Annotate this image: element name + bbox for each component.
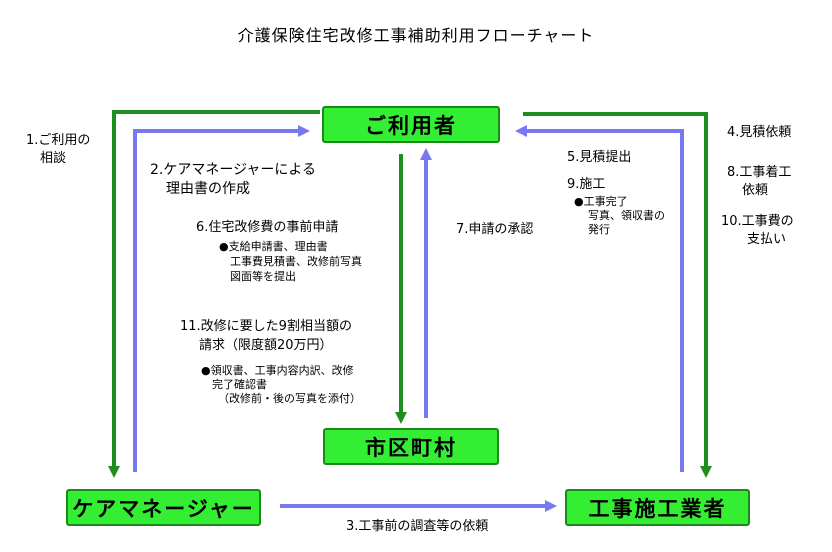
arrow-user-to-caremanager [108, 110, 320, 478]
step-11-line2: 請求（限度額20万円） [199, 338, 333, 353]
node-user: ご利用者 [322, 106, 500, 143]
node-contractor: 工事施工業者 [565, 489, 750, 526]
step-6-note-1: ●支給申請書、理由書 [219, 240, 328, 253]
step-5: 5.見積提出 [567, 150, 632, 165]
step-10-line2: 支払い [747, 232, 787, 247]
node-care-manager: ケアマネージャー [66, 489, 261, 526]
step-6-title: 6.住宅改修費の事前申請 [196, 220, 339, 235]
step-3: 3.工事前の調査等の依頼 [346, 519, 489, 534]
step-2-line1: 2.ケアマネージャーによる [150, 162, 316, 178]
step-4: 4.見積依頼 [727, 125, 792, 140]
arrow-contractor-to-user [515, 125, 684, 472]
arrow-caremanager-to-user [133, 125, 310, 472]
step-2-line2: 理由書の作成 [166, 181, 250, 197]
step-11-line1: 11.改修に要した9割相当額の [180, 319, 352, 334]
step-11-note-1: ●領収書、工事内容内訳、改修 [201, 364, 354, 377]
step-9-note-3: 発行 [588, 223, 610, 236]
step-6-note-2: 工事費見積書、改修前写真 [230, 255, 362, 268]
step-9-note-2: 写真、領収書の [588, 209, 665, 222]
step-9: 9.施工 [567, 177, 606, 192]
step-11-note-3: （改修前・後の写真を添付） [218, 392, 361, 405]
node-municipality: 市区町村 [323, 428, 499, 465]
page-title: 介護保険住宅改修工事補助利用フローチャート [237, 26, 595, 45]
step-6-note-3: 図面等を提出 [230, 270, 296, 283]
step-8-line2: 依頼 [742, 183, 769, 198]
arrow-user-to-contractor [523, 112, 712, 478]
step-1-line1: 1.ご利用の [26, 133, 91, 148]
step-7: 7.申請の承認 [456, 222, 534, 237]
step-11-note-2: 完了確認書 [212, 378, 267, 391]
step-9-note-1: ●工事完了 [574, 195, 628, 208]
step-8-line1: 8.工事着工 [727, 165, 792, 180]
step-10-line1: 10.工事費の [721, 214, 794, 229]
step-1-line2: 相談 [40, 151, 67, 166]
